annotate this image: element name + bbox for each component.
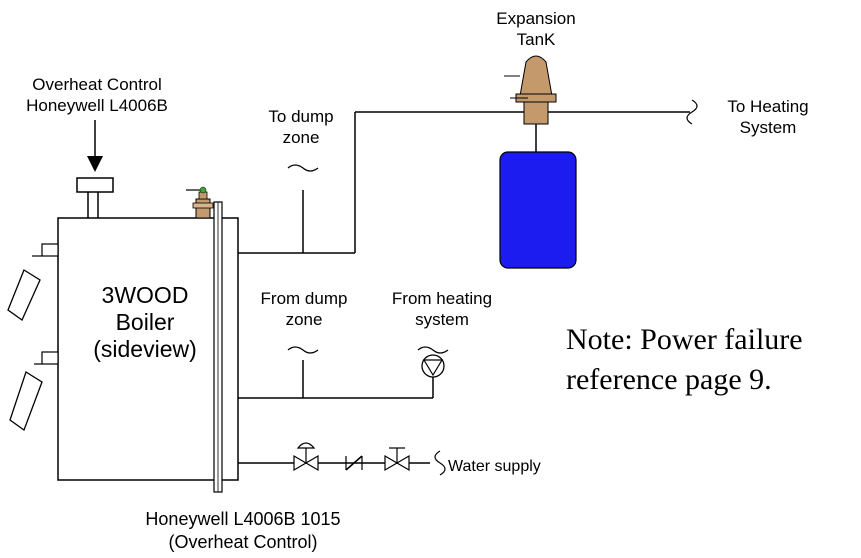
overheat-control-bottom-label: Honeywell L4006B 1015(Overheat Control) [145, 509, 341, 552]
break-mark [417, 346, 449, 354]
check-valve-icon [345, 455, 363, 471]
expansion-tank-valve-icon [504, 55, 557, 152]
shutoff-valve-icon [384, 447, 410, 472]
break-mark [686, 99, 698, 125]
circulator-pump-icon [421, 354, 445, 378]
overheat-control-top [76, 177, 114, 218]
expansion-tank-body [499, 151, 577, 269]
lower-door-handle [9, 351, 59, 432]
return-pipe [238, 360, 434, 399]
down-arrow-icon [87, 120, 103, 172]
water-supply-label: Water supply [448, 458, 541, 475]
supply-pipe [238, 111, 690, 254]
break-mark [434, 450, 446, 476]
break-mark [287, 346, 319, 354]
boiler-body [57, 217, 239, 481]
break-mark [287, 164, 319, 172]
pressure-reducing-valve-icon [293, 442, 319, 472]
upper-door-handle [7, 243, 59, 321]
relief-valve-icon [186, 186, 214, 219]
